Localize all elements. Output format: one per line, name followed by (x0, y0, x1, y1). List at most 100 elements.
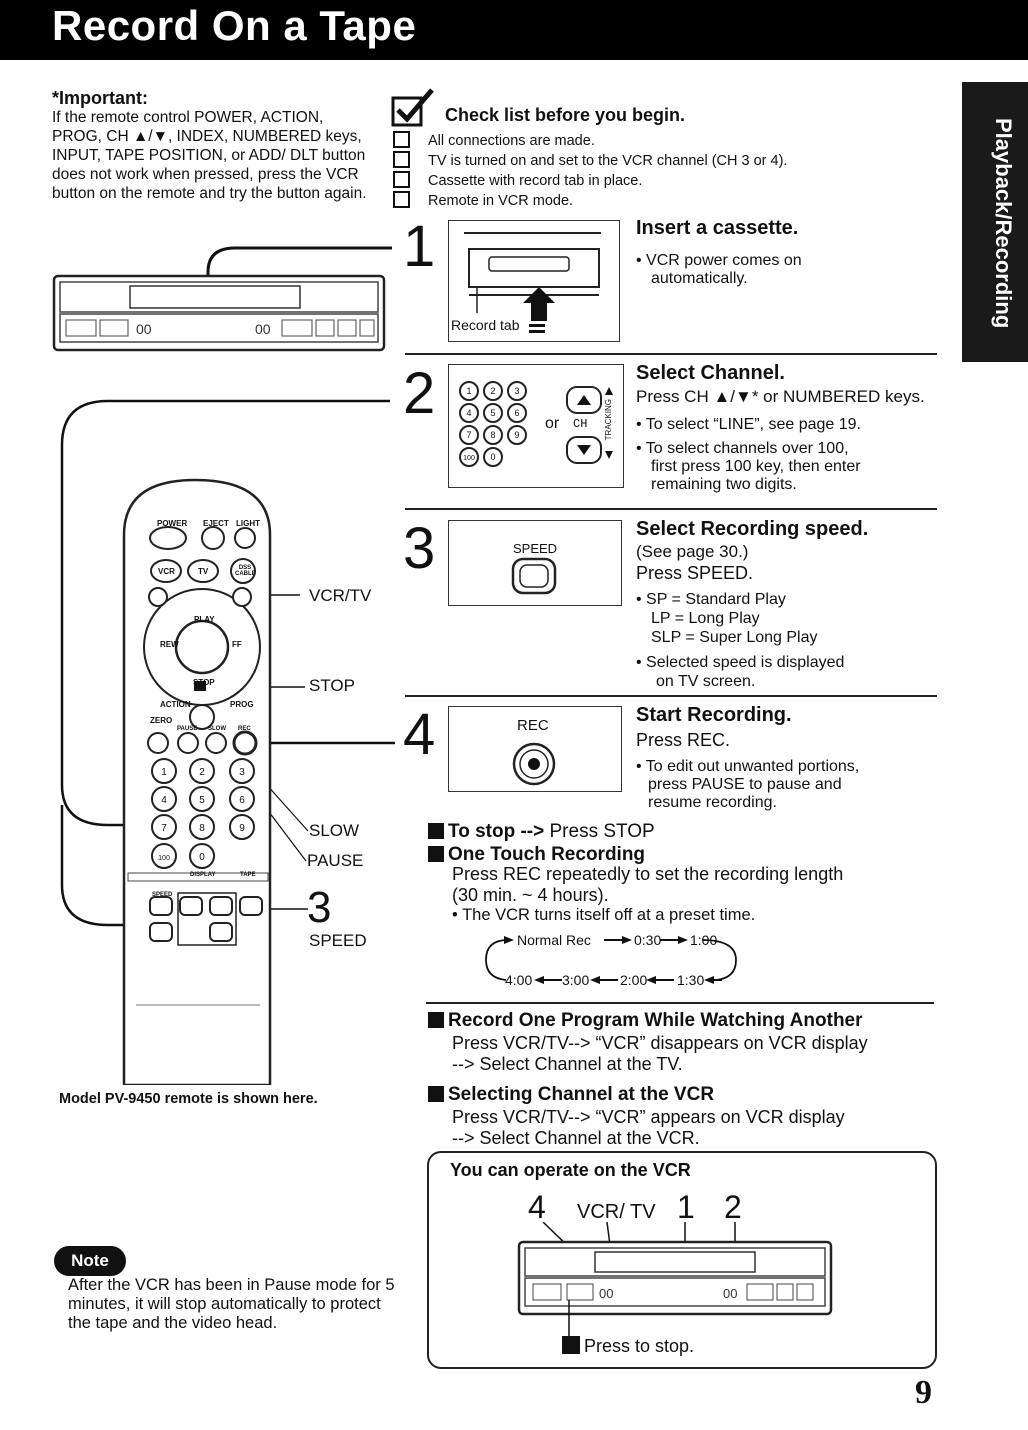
callout-step-three: 3 (307, 883, 332, 932)
remote-play-label: PLAY (194, 615, 215, 624)
otr-text-2: (30 min. ~ 4 hours). (452, 885, 609, 905)
remote-display-label: DISPLAY (190, 872, 216, 878)
section-side-tab: Playback/Recording (962, 82, 1028, 362)
otr-bullet: • The VCR turns itself off at a preset t… (452, 906, 756, 924)
operate-label-4: 4 (528, 1189, 546, 1225)
rec-label: REC (517, 717, 549, 734)
svg-text:00: 00 (136, 321, 152, 337)
ch-label: CH (573, 417, 588, 431)
step-text: first press 100 key, then enter (651, 458, 861, 475)
svg-text:9: 9 (239, 823, 245, 834)
step-text: • To edit out unwanted portions, (636, 758, 860, 775)
step-text: • VCR power comes on (636, 252, 802, 269)
callout-slow: SLOW (309, 821, 360, 840)
operate-label-2: 2 (724, 1189, 742, 1225)
page-header-bar (0, 0, 1028, 60)
step-text: on TV screen. (656, 673, 756, 690)
note-badge: Note (54, 1246, 126, 1276)
step-text: Press REC. (636, 730, 731, 750)
record-tab-label: Record tab (451, 317, 520, 333)
svg-text:7: 7 (466, 430, 471, 440)
square-bullet-icon (428, 846, 444, 862)
remote-ff-label: FF (232, 640, 242, 649)
operate-label-1: 1 (677, 1189, 695, 1225)
checklist-item: Cassette with record tab in place. (428, 173, 643, 189)
checkbox (393, 171, 410, 188)
svg-text:1: 1 (466, 386, 471, 396)
svg-text:5: 5 (199, 795, 205, 806)
operate-on-vcr-panel (427, 1151, 937, 1369)
cycle-3-00: 3:00 (562, 972, 590, 988)
otr-text-1: Press REC repeatedly to set the recordin… (452, 864, 844, 884)
step-number: 3 (403, 516, 436, 581)
record-one-title-line: Record One Program While Watching Anothe… (428, 1010, 863, 1032)
vcr-front-illustration: 00 00 (52, 246, 392, 352)
svg-text:100: 100 (463, 455, 475, 462)
svg-text:2: 2 (490, 386, 495, 396)
svg-text:00: 00 (255, 321, 271, 337)
selecting-line-2: --> Select Channel at the VCR. (452, 1128, 700, 1148)
svg-text:3: 3 (514, 386, 519, 396)
rec-button-icon (512, 742, 556, 786)
step-text: resume recording. (648, 794, 777, 811)
cycle-0-30: 0:30 (634, 932, 662, 948)
svg-text:5: 5 (490, 408, 495, 418)
selecting-line-1: Press VCR/TV--> “VCR” appears on VCR dis… (452, 1107, 845, 1127)
callout-speed: SPEED (309, 931, 367, 950)
checkbox (393, 131, 410, 148)
operate-label-vcrtv: VCR/ TV (577, 1201, 656, 1223)
remote-prog-label: PROG (230, 700, 254, 709)
step-number: 2 (403, 361, 436, 426)
step-title: Insert a cassette. (636, 217, 799, 239)
svg-text:0: 0 (199, 852, 205, 863)
step-number: 1 (403, 214, 436, 279)
otr-cycle-diagram (485, 936, 737, 984)
tracking-label: TRACKING (604, 399, 613, 441)
svg-text:6: 6 (514, 408, 519, 418)
step-text: • To select channels over 100, (636, 440, 849, 457)
remote-action-label: ACTION (160, 700, 191, 709)
remote-power-label: POWER (157, 519, 188, 528)
important-title: *Important: (52, 88, 148, 108)
remote-eject-label: EJECT (203, 519, 229, 528)
important-body: If the remote control POWER, ACTION, PRO… (52, 109, 367, 202)
vcr-panel-illustration: 00 00 (517, 1222, 833, 1340)
cycle-4-00: 4:00 (505, 972, 533, 988)
checkbox (393, 191, 410, 208)
svg-text:7: 7 (161, 823, 167, 834)
svg-text:100: 100 (158, 855, 170, 862)
step-text: remaining two digits. (651, 476, 797, 493)
square-bullet-icon (428, 823, 444, 839)
step-text: • SP = Standard Play (636, 591, 786, 608)
divider (405, 695, 937, 697)
remote-tv-label: TV (198, 567, 209, 576)
square-bullet-icon (428, 1012, 444, 1028)
svg-text:4: 4 (466, 408, 471, 418)
step-text: Press CH ▲/▼* or NUMBERED keys. (636, 387, 925, 406)
svg-text:2: 2 (199, 767, 205, 778)
step-text: automatically. (651, 270, 748, 287)
cassette-icon (464, 232, 601, 333)
square-bullet-icon (562, 1336, 580, 1354)
otr-title-line: One Touch Recording (428, 844, 645, 866)
step-number: 4 (403, 702, 436, 767)
step-title: Start Recording. (636, 704, 792, 726)
svg-text:6: 6 (239, 795, 245, 806)
otr-title: One Touch Recording (448, 844, 646, 865)
remote-light-label: LIGHT (236, 519, 260, 528)
selecting-title-line: Selecting Channel at the VCR (428, 1084, 714, 1106)
remote-caption: Model PV-9450 remote is shown here. (59, 1091, 318, 1107)
svg-text:4: 4 (161, 795, 167, 806)
step-text: • To select “LINE”, see page 19. (636, 416, 861, 433)
side-tab-label: Playback/Recording (991, 117, 1016, 329)
rec-button-figure: REC (448, 706, 622, 792)
remote-vcr-label: VCR (158, 567, 175, 576)
callout-pause: PAUSE (307, 851, 364, 870)
remote-rec-label: REC (238, 726, 251, 732)
divider (405, 508, 937, 510)
operate-box-title: You can operate on the VCR (450, 1160, 691, 1180)
checklist-item: Remote in VCR mode. (428, 193, 574, 209)
press-to-stop: Press to stop. (584, 1336, 695, 1356)
